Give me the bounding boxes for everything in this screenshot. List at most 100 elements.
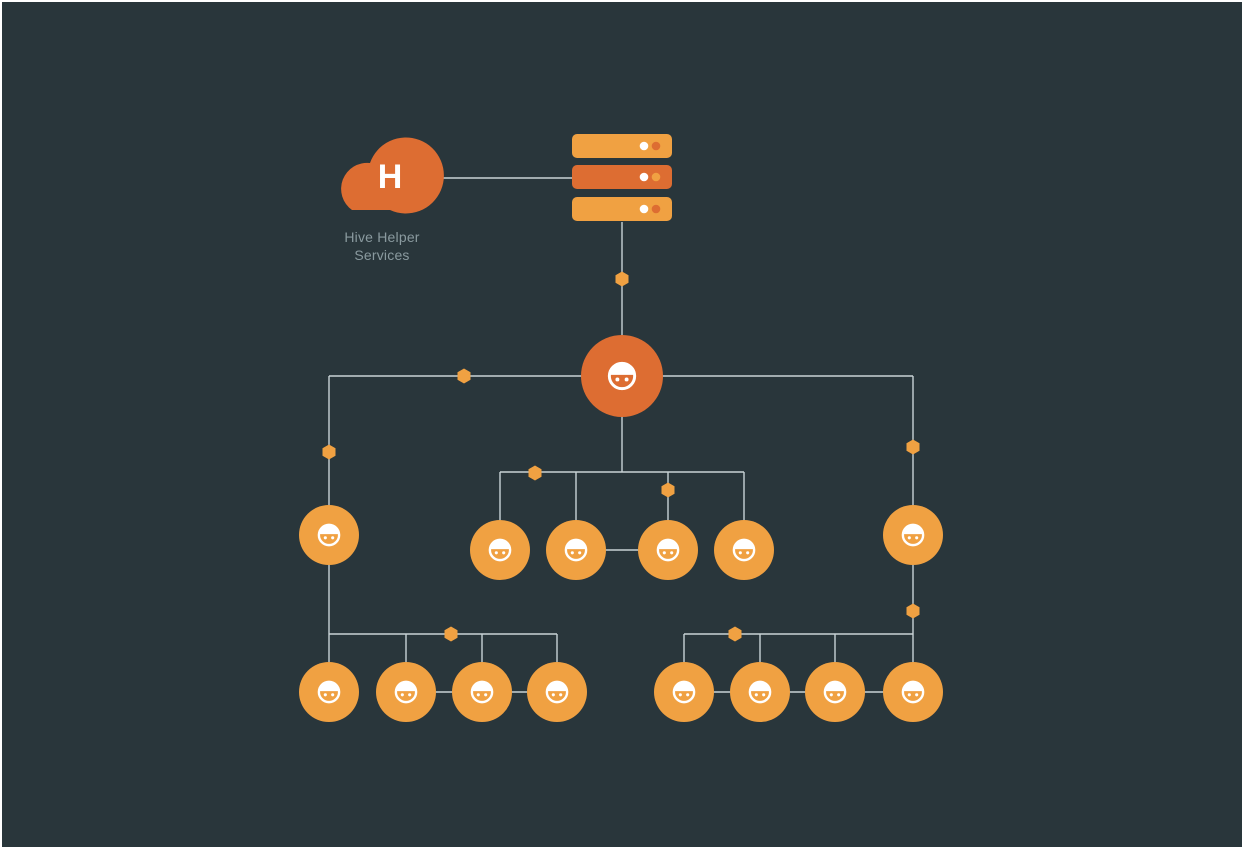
leaf-node-circle	[883, 662, 943, 722]
leaf-node	[883, 662, 943, 722]
leaf-node	[470, 520, 530, 580]
hexagon-icon	[322, 444, 336, 460]
face-eye	[551, 693, 555, 697]
server-unit-body	[572, 134, 672, 158]
face-eye	[915, 693, 919, 697]
face-eye	[915, 536, 919, 540]
face-hair	[546, 680, 568, 692]
face-eye	[323, 536, 327, 540]
face-eye	[829, 693, 833, 697]
face-hair	[471, 680, 493, 692]
face-eye	[662, 551, 666, 555]
leaf-node	[714, 520, 774, 580]
server-stack-icon	[572, 134, 672, 221]
face-eye	[578, 551, 582, 555]
leaf-node	[546, 520, 606, 580]
face-eye	[494, 551, 498, 555]
server-light-white	[639, 172, 649, 182]
face-eye	[484, 693, 488, 697]
face-hair	[902, 523, 924, 535]
face-eye	[400, 693, 404, 697]
cloud-caption-line2: Services	[354, 247, 410, 263]
face-hair	[565, 538, 587, 550]
face-hair	[609, 362, 635, 375]
cloud-icon: H	[341, 137, 444, 214]
connection-lines	[328, 177, 914, 693]
face-eye	[331, 536, 335, 540]
server-unit-body	[572, 165, 672, 189]
leaf-node	[299, 662, 359, 722]
server-light-white	[639, 204, 649, 214]
leaf-node-circle	[546, 520, 606, 580]
face-eye	[476, 693, 480, 697]
leaf-node	[654, 662, 714, 722]
hexagon-icon	[661, 482, 675, 498]
server-unit	[572, 134, 672, 158]
leaf-node	[805, 662, 865, 722]
hexagon-icon	[528, 465, 542, 481]
leaf-node	[376, 662, 436, 722]
hub-node-circle	[581, 335, 663, 417]
face-eye	[323, 693, 327, 697]
face-eye	[678, 693, 682, 697]
face-eye	[746, 551, 750, 555]
hexagon-connectors	[322, 271, 920, 642]
cloud-caption: Hive Helper Services	[302, 228, 462, 264]
leaf-node-circle	[470, 520, 530, 580]
hexagon-icon	[457, 368, 471, 384]
server-unit-body	[572, 197, 672, 221]
cloud-shape	[341, 137, 444, 214]
server-light-accent	[651, 172, 661, 182]
face-eye	[907, 693, 911, 697]
branch-node-circle	[299, 505, 359, 565]
face-eye	[738, 551, 742, 555]
face-hair	[395, 680, 417, 692]
leaf-node-circle	[714, 520, 774, 580]
hexagon-icon	[906, 603, 920, 619]
leaf-node-circle	[527, 662, 587, 722]
face-hair	[318, 523, 340, 535]
hexagon-icon	[615, 271, 629, 287]
leaf-node	[638, 520, 698, 580]
face-eye	[502, 551, 506, 555]
server-light-white	[639, 141, 649, 151]
leaf-node-circle	[654, 662, 714, 722]
cloud-caption-line1: Hive Helper	[344, 229, 420, 245]
leaf-node-circle	[452, 662, 512, 722]
face-hair	[489, 538, 511, 550]
face-eye	[762, 693, 766, 697]
face-eye	[624, 377, 629, 382]
hub-node	[581, 335, 663, 417]
helper-nodes	[299, 335, 943, 722]
server-light-accent	[651, 141, 661, 151]
face-eye	[686, 693, 690, 697]
leaf-node-circle	[638, 520, 698, 580]
face-hair	[657, 538, 679, 550]
hexagon-icon	[728, 626, 742, 642]
face-eye	[570, 551, 574, 555]
face-eye	[408, 693, 412, 697]
face-hair	[673, 680, 695, 692]
face-eye	[670, 551, 674, 555]
server-light-accent	[651, 204, 661, 214]
leaf-node	[730, 662, 790, 722]
branch-node-circle	[883, 505, 943, 565]
face-eye	[615, 377, 620, 382]
leaf-node-circle	[805, 662, 865, 722]
face-hair	[902, 680, 924, 692]
leaf-node-circle	[376, 662, 436, 722]
hexagon-icon	[444, 626, 458, 642]
face-hair	[733, 538, 755, 550]
leaf-node	[452, 662, 512, 722]
face-hair	[824, 680, 846, 692]
face-hair	[318, 680, 340, 692]
leaf-node-circle	[299, 662, 359, 722]
leaf-node-circle	[730, 662, 790, 722]
branch-node	[883, 505, 943, 565]
face-eye	[837, 693, 841, 697]
hexagon-icon	[906, 439, 920, 455]
server-unit	[572, 165, 672, 189]
leaf-node	[527, 662, 587, 722]
